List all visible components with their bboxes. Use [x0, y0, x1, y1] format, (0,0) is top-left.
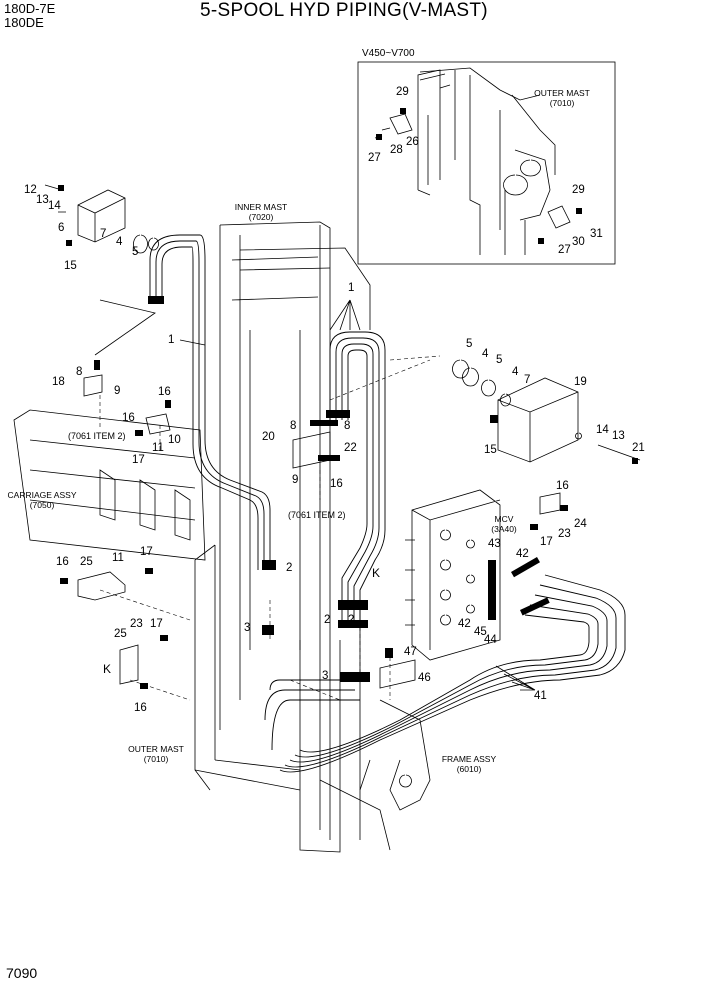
callout-5: 5: [132, 246, 139, 258]
callout-17: 17: [150, 618, 163, 630]
callout-16: 16: [330, 478, 343, 490]
callout-25: 25: [114, 628, 127, 640]
model-code: 180D-7E: [4, 1, 56, 16]
callout-16: 16: [122, 412, 135, 424]
callout-16: 16: [556, 480, 569, 492]
callout-16: 16: [158, 386, 171, 398]
callout-29: 29: [396, 86, 409, 98]
callout-3: 3: [244, 622, 251, 634]
callout-5: 5: [496, 354, 503, 366]
callout-14: 14: [596, 424, 609, 436]
callout-27: 27: [368, 152, 381, 164]
callout-9: 9: [114, 385, 121, 397]
callout-45: 45: [474, 626, 487, 638]
callout-11: 11: [112, 552, 124, 564]
inset-range-label: V450~V700: [362, 48, 415, 59]
callout-17: 17: [140, 546, 153, 558]
callout-42: 42: [516, 548, 529, 560]
frame-assy-label: FRAME ASSY(6010): [441, 754, 497, 774]
callout-19: 19: [574, 376, 587, 388]
callout-20: 20: [262, 431, 275, 443]
page-number: 7090: [6, 965, 38, 981]
callout-7: 7: [524, 374, 531, 386]
callout-27: 27: [558, 244, 571, 256]
view-marker-k-right: K: [372, 566, 381, 580]
callout-15: 15: [64, 260, 77, 272]
callout-18: 18: [52, 376, 65, 388]
reference-label-center: (7061 ITEM 2): [288, 510, 346, 520]
callout-6: 6: [58, 222, 65, 234]
page-title: 5-SPOOL HYD PIPING(V-MAST): [200, 0, 488, 21]
callout-22: 22: [344, 442, 357, 454]
callout-17: 17: [132, 454, 145, 466]
callout-16: 16: [56, 556, 69, 568]
inner-mast-label: INNER MAST(7020): [234, 202, 288, 222]
callout-2: 2: [348, 614, 355, 626]
callout-13: 13: [612, 430, 625, 442]
model-code-alt: 180DE: [4, 15, 44, 30]
callout-26: 26: [406, 136, 419, 148]
callout-8: 8: [344, 420, 351, 432]
reference-label-left: (7061 ITEM 2): [68, 431, 126, 441]
carriage-assy-label: CARRIAGE ASSY(7050): [7, 490, 77, 510]
callout-41: 41: [534, 690, 547, 702]
callout-17: 17: [540, 536, 553, 548]
callout-8: 8: [290, 420, 297, 432]
callout-4: 4: [482, 348, 489, 360]
callout-11: 11: [152, 442, 164, 454]
callout-3: 3: [322, 670, 329, 682]
callout-10: 10: [168, 434, 181, 446]
callout-7: 7: [100, 228, 107, 240]
callout-1: 1: [168, 334, 175, 346]
callout-5: 5: [466, 338, 473, 350]
callout-16: 16: [134, 702, 147, 714]
callout-14: 14: [48, 200, 61, 212]
inset-outer-mast-label: OUTER MAST(7010): [534, 88, 590, 108]
callout-47: 47: [404, 646, 417, 658]
callout-1: 1: [348, 282, 355, 294]
callout-21: 21: [632, 442, 645, 454]
view-marker-k-left: K: [103, 662, 112, 676]
inset-frame: [357, 61, 616, 265]
callout-43: 43: [488, 538, 501, 550]
callout-31: 31: [590, 228, 603, 240]
callout-2: 2: [324, 614, 331, 626]
mcv-label: MCV(3A40): [491, 514, 517, 534]
callout-4: 4: [116, 236, 123, 248]
callout-12: 12: [24, 184, 37, 196]
callout-46: 46: [418, 672, 431, 684]
callout-44: 44: [484, 634, 497, 646]
callout-25: 25: [80, 556, 93, 568]
callout-30: 30: [572, 236, 585, 248]
callout-15: 15: [484, 444, 497, 456]
callout-24: 24: [574, 518, 587, 530]
outer-mast-label: OUTER MAST(7010): [128, 744, 184, 764]
callout-8: 8: [76, 366, 83, 378]
callout-2: 2: [286, 562, 293, 574]
callout-13: 13: [36, 194, 49, 206]
callout-4: 4: [512, 366, 519, 378]
callout-29: 29: [572, 184, 585, 196]
callout-42: 42: [458, 618, 471, 630]
callout-23: 23: [558, 528, 571, 540]
callout-23: 23: [130, 618, 143, 630]
callout-9: 9: [292, 474, 299, 486]
callout-28: 28: [390, 144, 403, 156]
